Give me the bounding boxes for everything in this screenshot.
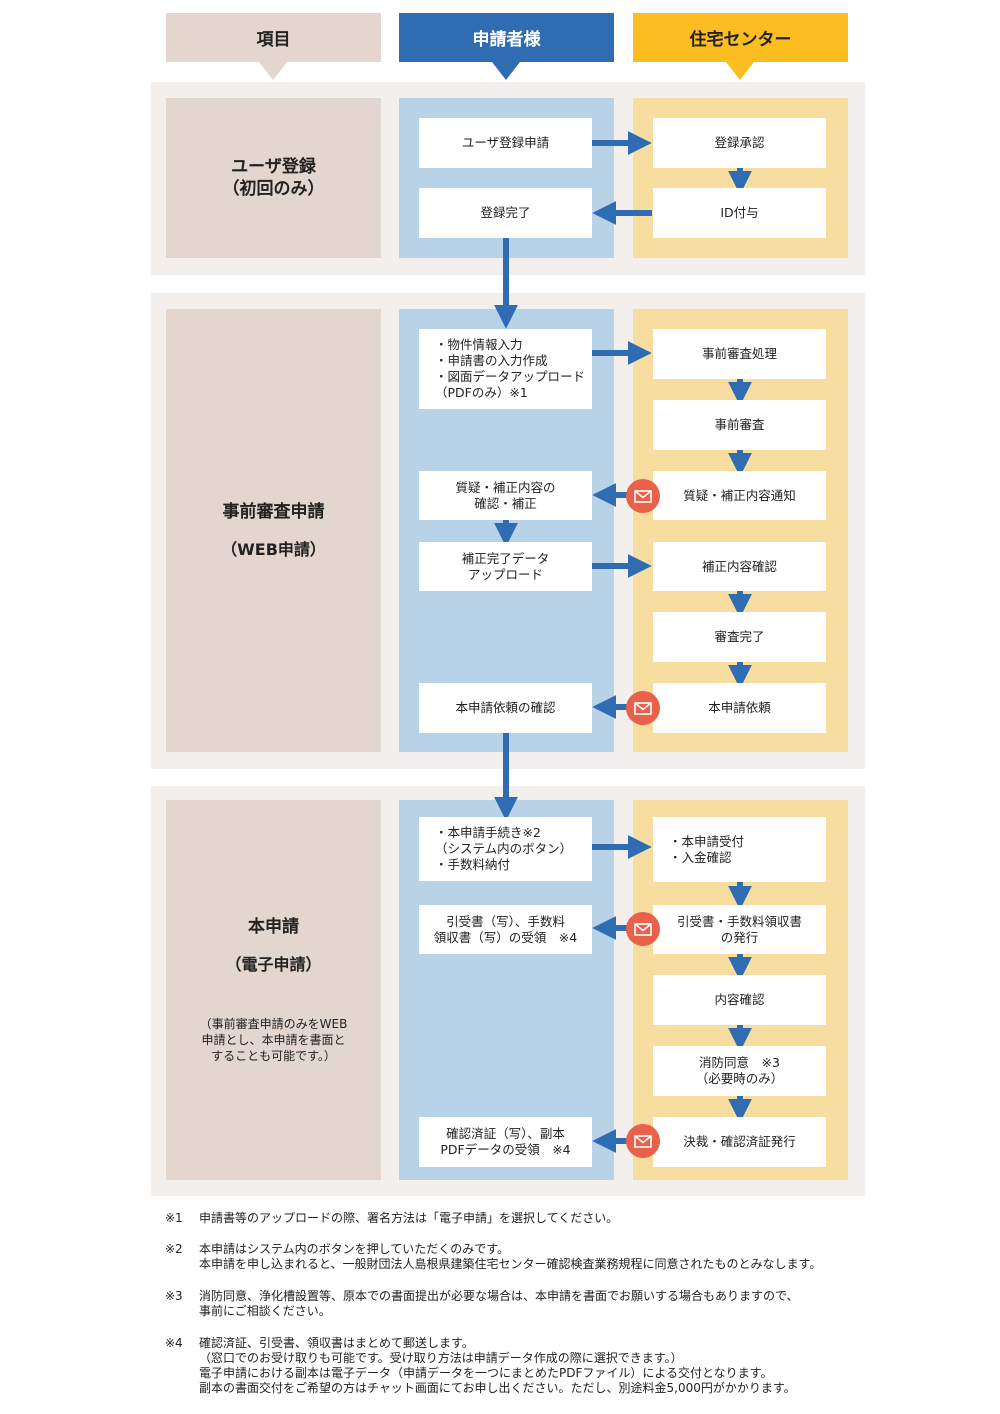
header-applicant-pointer: [492, 62, 520, 80]
box-correction-upload: 補正完了データ アップロード: [419, 542, 592, 591]
footnote-2-mark: ※2: [165, 1242, 183, 1256]
box-receipt-copies-text: 引受書（写）、手数料 領収書（写）の受領 ※4: [433, 913, 578, 945]
label-user-registration-text: ユーザ登録 （初回のみ）: [222, 157, 325, 199]
box-property-input: ・物件情報入力 ・申請書の入力作成 ・図面データアップロード （PDFのみ）※1: [419, 329, 592, 409]
box-main-procedure: ・本申請手続き※2 （システム内のボタン） ・手数料納付: [419, 817, 592, 881]
label-main-application: 本申請 （電子申請） （事前審査申請のみをWEB 申請とし、本申請を書面と する…: [166, 800, 381, 1180]
header-applicant: 申請者様: [399, 13, 614, 62]
header-center-pointer: [726, 62, 754, 80]
box-qa-correction: 質疑・補正内容の 確認・補正: [419, 471, 592, 520]
label-pre-review: 事前審査申請 （WEB申請）: [166, 309, 381, 752]
footnote-1-text: 申請書等のアップロードの際、署名方法は「電子申請」を選択してください。: [199, 1211, 619, 1225]
box-qa-notice-text: 質疑・補正内容通知: [683, 487, 796, 503]
mail-icon: [626, 691, 660, 725]
footnote-1: ※1 申請書等のアップロードの際、署名方法は「電子申請」を選択してください。: [165, 1211, 965, 1227]
box-pre-review: 事前審査: [653, 400, 826, 450]
mail-icon: [626, 479, 660, 513]
label-main-application-title: 本申請: [248, 917, 299, 937]
box-id-assignment: ID付与: [653, 188, 826, 238]
box-main-request-text: 本申請依頼: [708, 700, 771, 715]
footnote-3: ※3 消防同意、浄化槽設置等、原本での書面提出が必要な場合は、本申請を書面でお願…: [165, 1289, 965, 1321]
box-pre-review-processing: 事前審査処理: [653, 329, 826, 379]
box-review-complete-text: 審査完了: [714, 629, 765, 644]
box-property-input-text: ・物件情報入力 ・申請書の入力作成 ・図面データアップロード （PDFのみ）※1: [435, 337, 586, 400]
box-pre-review-text: 事前審査: [714, 417, 765, 432]
box-fire-consent: 消防同意 ※3 （必要時のみ）: [653, 1046, 826, 1096]
box-correction-check: 補正内容確認: [653, 542, 826, 591]
box-receipt-copies: 引受書（写）、手数料 領収書（写）の受領 ※4: [419, 905, 592, 954]
box-user-registration-request: ユーザ登録申請: [419, 118, 592, 168]
header-item-label: 項目: [256, 30, 291, 50]
box-reception-payment: ・本申請受付 ・入金確認: [653, 817, 826, 882]
label-user-registration: ユーザ登録 （初回のみ）: [166, 98, 381, 258]
footnote-2: ※2 本申請はシステム内のボタンを押していただくのみです。 本申請を申し込まれる…: [165, 1242, 965, 1274]
header-center: 住宅センター: [633, 13, 848, 62]
box-qa-correction-text: 質疑・補正内容の 確認・補正: [455, 479, 556, 511]
footnote-4-text: 確認済証、引受書、領収書はまとめて郵送します。 （窓口でのお受け取りも可能です。…: [199, 1336, 796, 1395]
box-content-check: 内容確認: [653, 975, 826, 1025]
mail-icon: [626, 1124, 660, 1158]
box-registration-approval-text: 登録承認: [714, 135, 765, 150]
header-center-label: 住宅センター: [689, 30, 792, 50]
footnote-3-text: 消防同意、浄化槽設置等、原本での書面提出が必要な場合は、本申請を書面でお願いする…: [199, 1289, 799, 1318]
box-correction-upload-text: 補正完了データ アップロード: [461, 550, 550, 582]
header-item-pointer: [259, 62, 287, 80]
box-decision-issue-text: 決裁・確認済証発行: [683, 1134, 796, 1149]
box-main-procedure-text: ・本申請手続き※2 （システム内のボタン） ・手数料納付: [435, 825, 573, 872]
box-main-request-check: 本申請依頼の確認: [419, 683, 592, 733]
box-pre-review-processing-text: 事前審査処理: [701, 346, 777, 361]
header-item: 項目: [166, 13, 381, 62]
box-fire-consent-text: 消防同意 ※3 （必要時のみ）: [695, 1055, 784, 1086]
box-main-request: 本申請依頼: [653, 683, 826, 733]
box-qa-notice: 質疑・補正内容通知: [653, 471, 826, 520]
box-registration-complete-text: 登録完了: [480, 205, 531, 220]
box-issue-receipt: 引受書・手数料領収書 の発行: [653, 905, 826, 954]
box-decision-issue: 決裁・確認済証発行: [653, 1117, 826, 1167]
box-issue-receipt-text: 引受書・手数料領収書 の発行: [676, 913, 802, 945]
footnote-2-text: 本申請はシステム内のボタンを押していただくのみです。 本申請を申し込まれると、一…: [199, 1242, 822, 1271]
footnote-4: ※4 確認済証、引受書、領収書はまとめて郵送します。 （窓口でのお受け取りも可能…: [165, 1336, 965, 1398]
label-main-application-note: （事前審査申請のみをWEB 申請とし、本申請を書面と することも可能です。）: [199, 1017, 348, 1063]
label-main-application-sub: （電子申請）: [225, 955, 322, 974]
box-user-registration-request-text: ユーザ登録申請: [461, 135, 550, 150]
box-certificate-received: 確認済証（写）、副本 PDFデータの受領 ※4: [419, 1117, 592, 1167]
box-certificate-received-text: 確認済証（写）、副本 PDFデータの受領 ※4: [440, 1126, 571, 1157]
box-registration-complete: 登録完了: [419, 188, 592, 238]
mail-icon: [626, 912, 660, 946]
box-correction-check-text: 補正内容確認: [701, 558, 777, 574]
footnote-3-mark: ※3: [165, 1289, 183, 1303]
label-pre-review-title: 事前審査申請: [222, 501, 325, 522]
box-id-assignment-text: ID付与: [720, 205, 759, 220]
footnote-1-mark: ※1: [165, 1211, 183, 1225]
box-main-request-check-text: 本申請依頼の確認: [455, 700, 556, 715]
label-pre-review-sub: （WEB申請）: [221, 539, 326, 559]
box-content-check-text: 内容確認: [714, 992, 765, 1007]
box-registration-approval: 登録承認: [653, 118, 826, 168]
header-applicant-label: 申請者様: [472, 30, 541, 50]
box-reception-payment-text: ・本申請受付 ・入金確認: [669, 833, 745, 865]
footnote-4-mark: ※4: [165, 1336, 183, 1350]
box-review-complete: 審査完了: [653, 612, 826, 662]
